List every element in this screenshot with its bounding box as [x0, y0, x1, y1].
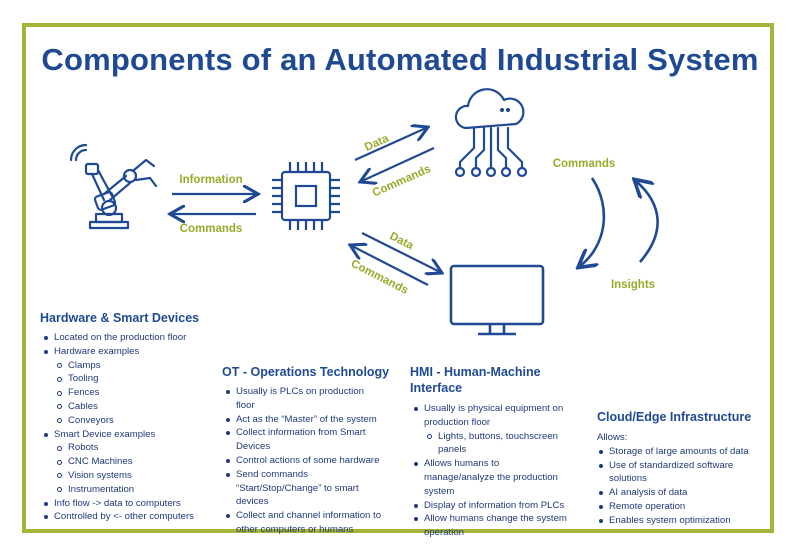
list-item: Robots: [42, 441, 232, 455]
list-item: AI analysis of data: [597, 486, 757, 500]
label-commands-monitor: Commands: [349, 258, 410, 297]
list-item: Vision systems: [42, 469, 232, 483]
list-item: Instrumentation: [42, 483, 232, 497]
arrow-monitor-to-cloud: [636, 181, 659, 263]
hmi-list: Usually is physical equipment on product…: [412, 402, 572, 540]
ot-section-title: OT - Operations Technology: [222, 365, 390, 379]
arrow-monitor-to-chip: [352, 246, 429, 286]
list-item: Enables system optimization: [597, 514, 757, 528]
label-data-monitor: Data: [388, 230, 416, 252]
cloud-network-icon: [454, 88, 528, 178]
list-item: Storage of large amounts of data: [597, 445, 757, 459]
list-item: CNC Machines: [42, 455, 232, 469]
list-item: Cables: [42, 400, 232, 414]
list-item: Usually is physical equipment on product…: [412, 402, 572, 430]
hmi-section-title: HMI - Human-Machine Interface: [410, 365, 541, 395]
list-item: Hardware examples: [42, 345, 232, 359]
list-item: Located on the production floor: [42, 331, 232, 345]
list-item: Info flow -> data to computers: [42, 497, 232, 511]
list-item: Smart Device examples: [42, 428, 232, 442]
arrow-chip-to-cloud: [354, 128, 426, 162]
robot-arm-icon: [69, 143, 158, 230]
label-commands-cycle: Commands: [553, 158, 616, 170]
list-item: Fences: [42, 386, 232, 400]
monitor-icon: [449, 264, 545, 336]
label-commands-cloud: Commands: [371, 163, 433, 199]
list-item: Control actions of some hardware: [224, 454, 384, 468]
hardware-list: Located on the production floor Hardware…: [42, 331, 232, 524]
list-item: Usually is PLCs on production floor: [224, 385, 384, 413]
list-item: Collect information from Smart Devices: [224, 426, 384, 454]
outer-frame: [22, 23, 774, 533]
list-item: Send commands “Start/Stop/Change” to sma…: [224, 468, 384, 509]
cloud-list: Allows: Storage of large amounts of data…: [597, 431, 757, 528]
list-item: Lights, buttons, touchscreen panels: [412, 430, 572, 458]
list-item: Use of standardized software solutions: [597, 459, 757, 487]
list-item: Allow humans change the system operation: [412, 512, 572, 540]
list-item: Allows humans to manage/analyze the prod…: [412, 457, 572, 498]
list-item: Conveyors: [42, 414, 232, 428]
list-item: Controlled by <- other computers: [42, 510, 232, 524]
cloud-intro: Allows:: [597, 432, 628, 443]
list-item: Display of information from PLCs: [412, 499, 572, 513]
label-information: Information: [179, 174, 242, 186]
arrow-cloud-to-chip: [362, 147, 435, 181]
arrow-cloud-to-monitor: [580, 177, 606, 266]
list-item: Tooling: [42, 372, 232, 386]
list-item: Remote operation: [597, 500, 757, 514]
list-item: Collect and channel information to other…: [224, 509, 384, 537]
chip-icon: [272, 162, 340, 230]
label-commands-robot: Commands: [180, 223, 243, 235]
ot-list: Usually is PLCs on production floor Act …: [224, 385, 384, 537]
list-item: Act as the “Master” of the system: [224, 413, 384, 427]
list-item: Clamps: [42, 359, 232, 373]
page-title: Components of an Automated Industrial Sy…: [41, 42, 759, 77]
label-insights: Insights: [611, 279, 655, 291]
hardware-section-title: Hardware & Smart Devices: [40, 311, 200, 325]
cloud-section-title: Cloud/Edge Infrastructure: [597, 410, 752, 424]
arrow-chip-to-monitor: [361, 232, 440, 272]
